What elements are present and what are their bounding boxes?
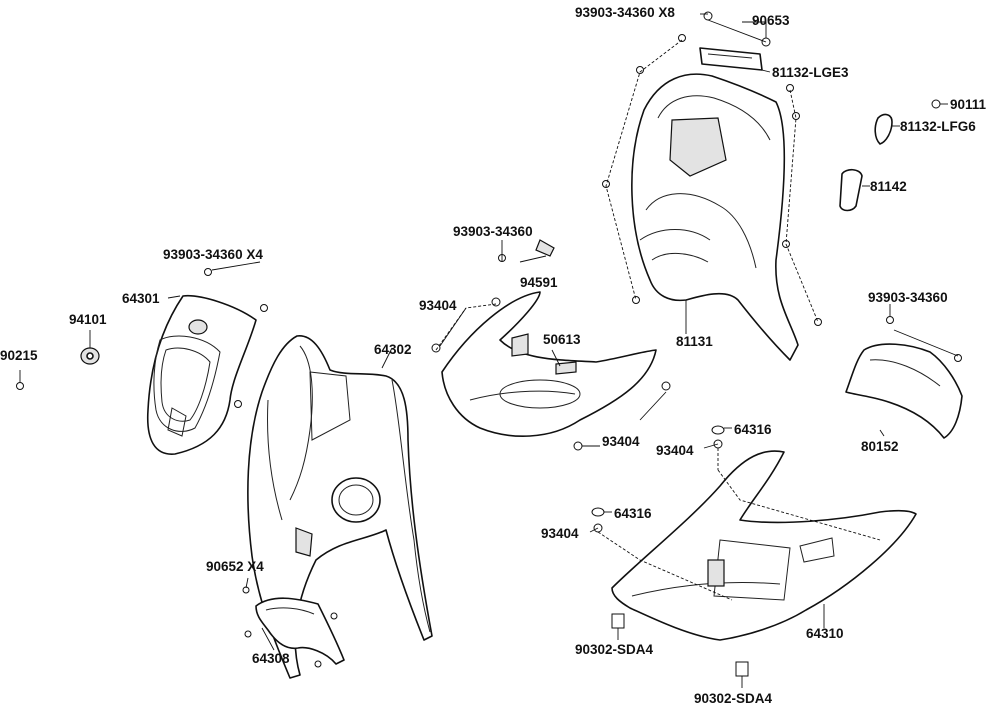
label-93903-34360-center: 93903-34360 [453, 224, 533, 239]
label-90302-sda4-b: 90302-SDA4 [694, 691, 773, 706]
label-64316-b: 64316 [614, 506, 652, 521]
label-94591: 94591 [520, 275, 558, 290]
label-93404-a: 93404 [419, 298, 457, 313]
label-93903-34360-right: 93903-34360 [868, 290, 948, 305]
trim-81132-LGE3 [699, 47, 763, 71]
label-64310: 64310 [806, 626, 844, 641]
floor-panel-64310 [611, 450, 917, 641]
fasteners [16, 11, 962, 677]
label-81131: 81131 [676, 334, 713, 349]
label-93903-34360-x4: 93903-34360 X4 [163, 247, 263, 262]
label-93903-34360-x8: 93903-34360 X8 [575, 5, 675, 20]
label-81142: 81142 [870, 179, 907, 194]
label-81132-lge3: 81132-LGE3 [772, 65, 849, 80]
lower-panel-64308 [255, 597, 345, 665]
part-labels: 93903-34360 X8 90653 81132-LGE3 90111 81… [0, 5, 987, 706]
label-94101: 94101 [69, 312, 107, 327]
label-64316-a: 64316 [734, 422, 772, 437]
label-90111: 90111 [950, 97, 987, 112]
inner-panel-81131 [631, 73, 799, 361]
label-64308: 64308 [252, 651, 290, 666]
label-93404-d: 93404 [541, 526, 579, 541]
leg-shield-64302 [247, 335, 433, 679]
label-93404-b: 93404 [602, 434, 640, 449]
front-cover-64301 [146, 295, 257, 455]
label-90653: 90653 [752, 13, 790, 28]
label-64301: 64301 [122, 291, 160, 306]
inner-rack-50613 [441, 291, 657, 437]
label-90215: 90215 [0, 348, 38, 363]
label-50613: 50613 [543, 332, 581, 347]
bracket-81132-LFG6 [874, 113, 893, 145]
trim-81132-LGE3-detail [707, 53, 753, 59]
side-cover-80152 [845, 343, 963, 439]
label-90652-x4: 90652 X4 [206, 559, 264, 574]
label-93404-c: 93404 [656, 443, 694, 458]
plate-81142 [839, 168, 863, 212]
label-81132-lfg6: 81132-LFG6 [900, 119, 976, 134]
label-64302: 64302 [374, 342, 412, 357]
label-90302-sda4-a: 90302-SDA4 [575, 642, 654, 657]
label-80152: 80152 [861, 439, 899, 454]
leader-lines [19, 13, 959, 688]
